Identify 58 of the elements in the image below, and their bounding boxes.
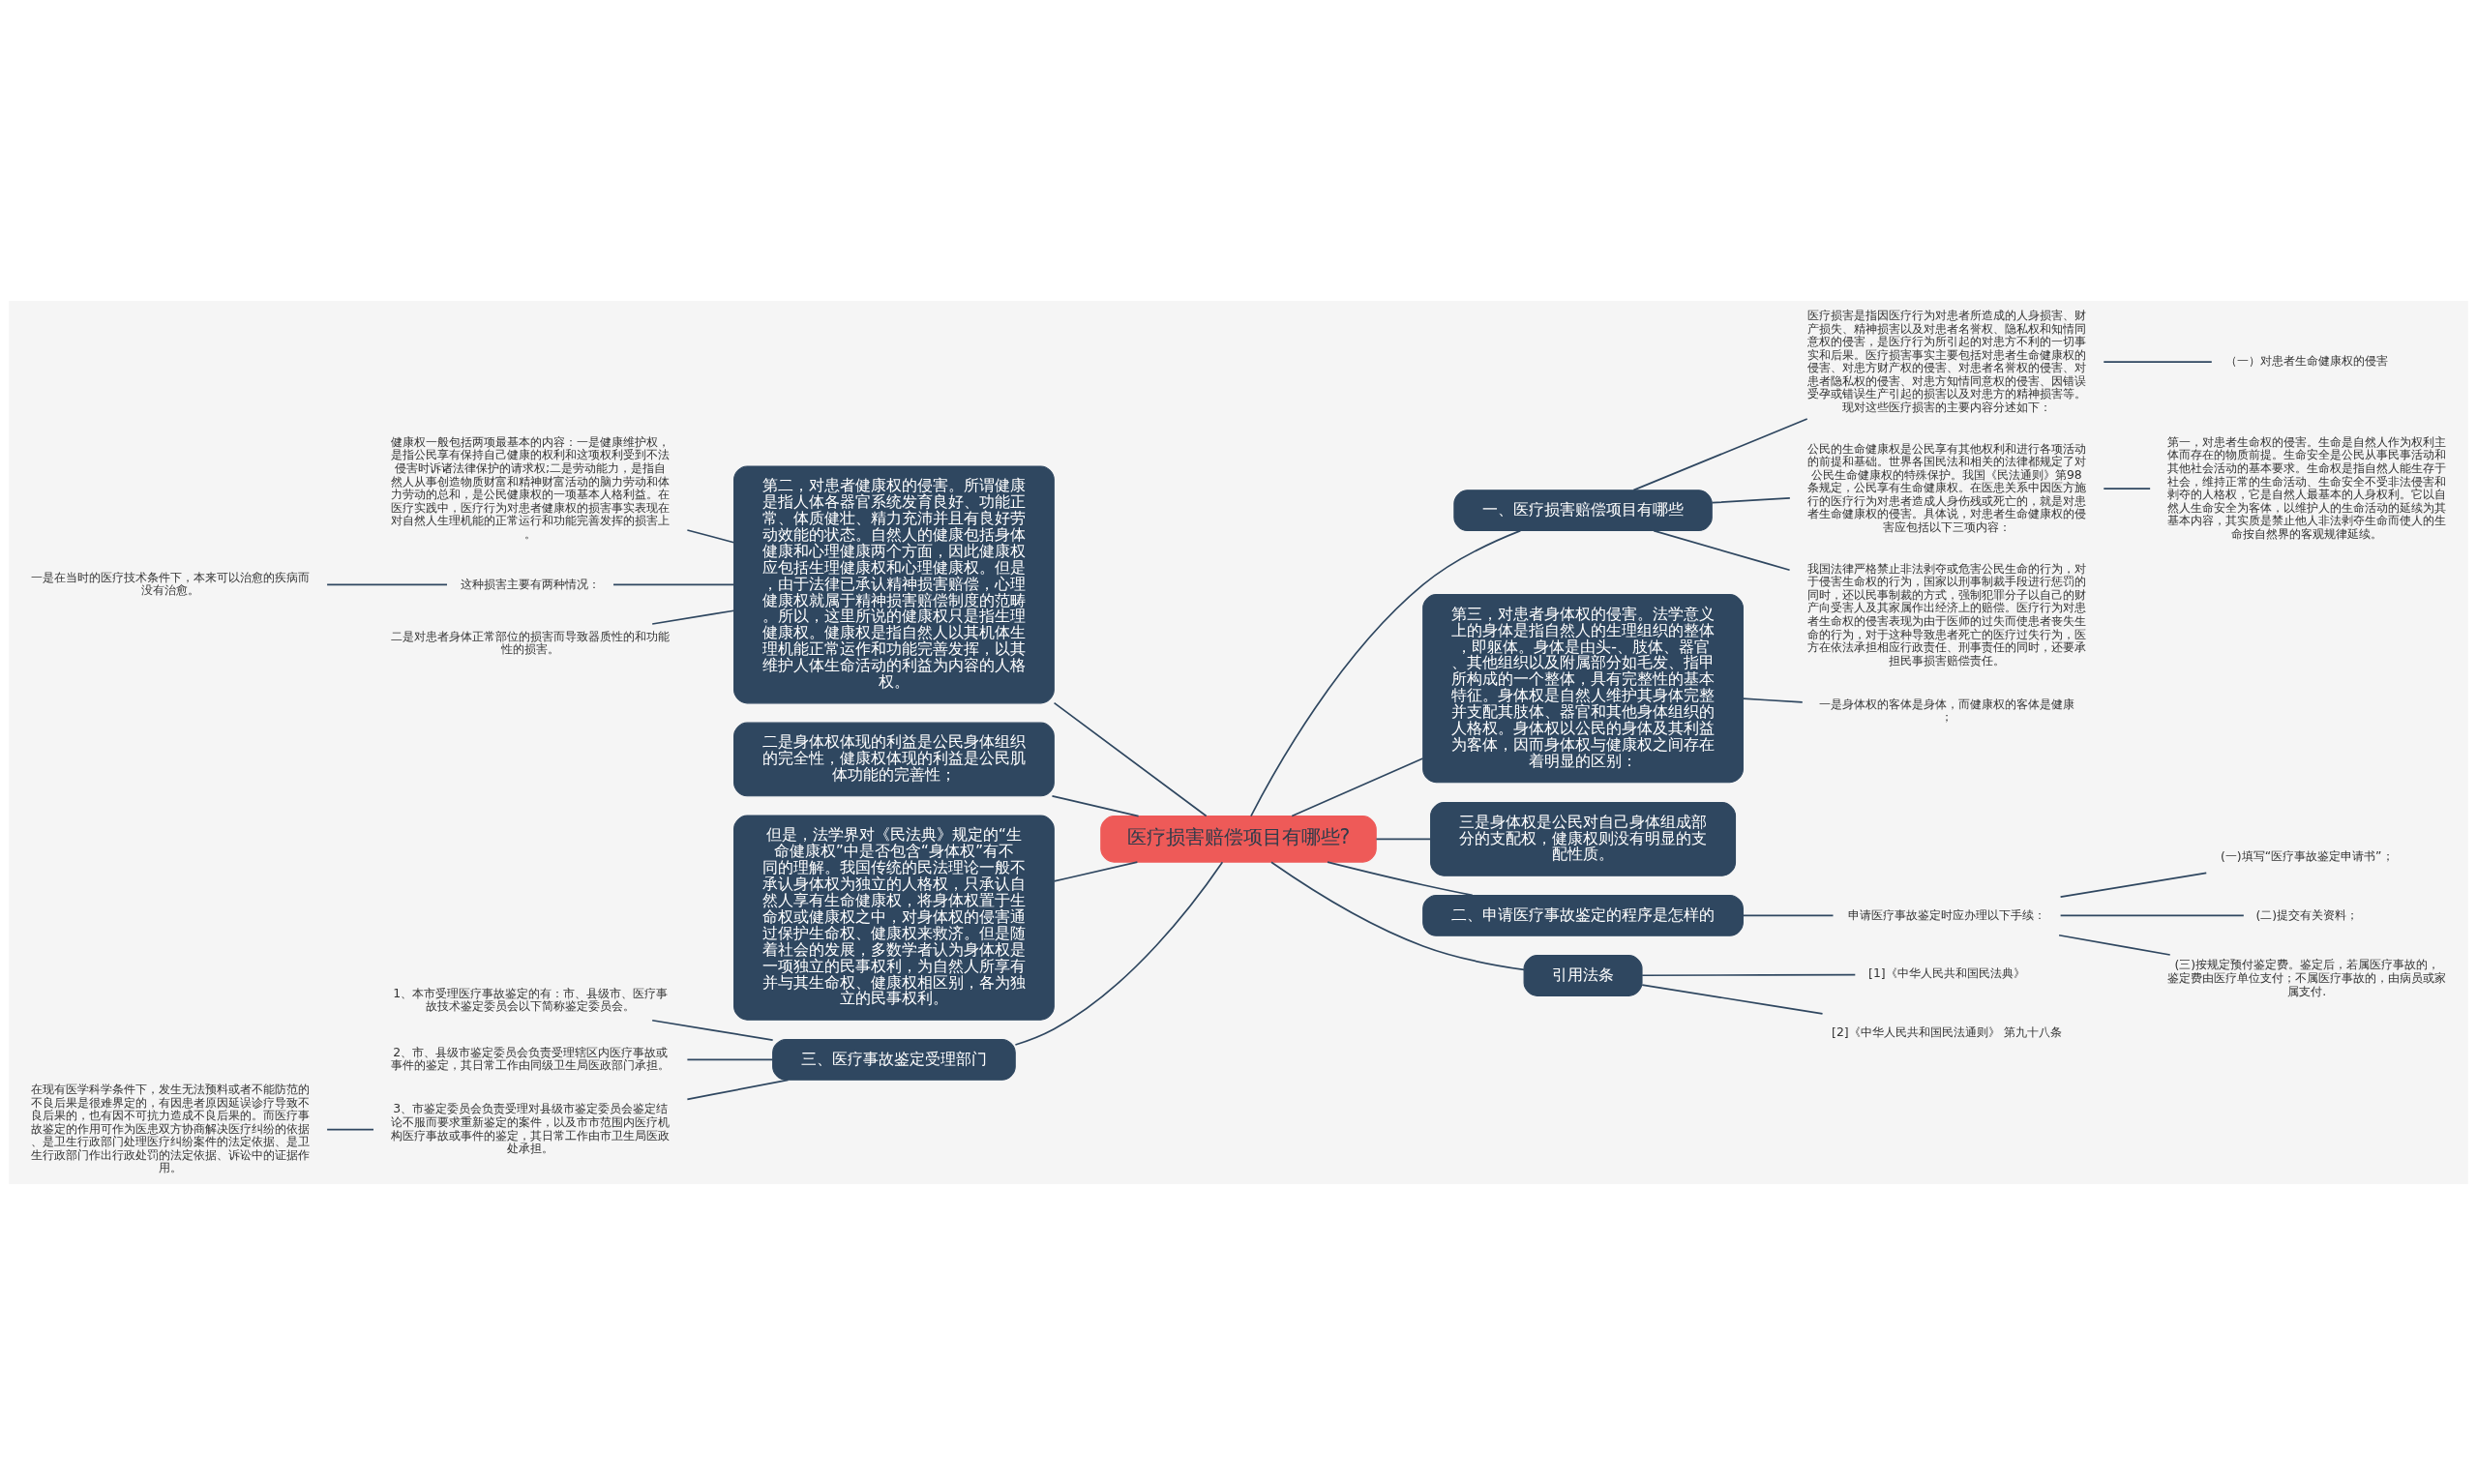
node-box: 第二，对患者健康权的侵害。所谓健康是指人体各器官系统发育良好、功能正常、体质健壮、精力充沛并且有良好劳动效能的状态。自然人的健康包括身体健康和心理健康两个方面，因此健康权应包括生理健康权和心理健康权。但是，由于法律已承认精神损害赔偿，心理健康权就属于精神损害赔偿制度的范畴。所以，这里所说的健康权只是指生理健康权。健康权是指自然人以其机体生理机能正常运作和功能完善发挥，以其维护人体生命活动的利益为内容的人格权。 [733,464,1055,703]
connector [1053,860,1139,882]
node-box: 但是，法学界对《民法典》规定的“生命健康权”中是否包含“身体权”有不同的理解。我国传统的民法理论一般不承认身体权为独立的人格权，只承认自然人享有生命健康权，将身体权置于生命权或健康权之中，对身体权的侵害通过保护生命权、健康权来救济。但是随着社会的发展，多数学者认为身体权是一项独立的民事权利，为自然人所享有并与其生命权、健康权相区别，各为独立的民事权利。 [733,815,1055,1021]
connector [1711,496,1791,504]
node-text: 二是对患者身体正常部位的损害而导致器质性的和功能性的损害。 [391,628,671,656]
connector [2103,487,2151,490]
connector [2058,934,2171,956]
connector [2059,872,2208,898]
connector [1014,860,1224,1046]
node-text: 一是在当时的医疗技术条件下，本来可以治愈的疾病而没有治愈。 [30,569,310,597]
node-text: 我国法律严格禁止非法剥夺或危害公民生命的行为，对于侵害生命权的行为，国家以刑事制裁手段进行惩罚的同时，还以民事制裁的方式，强制犯罪分子以自己的财产向受害人及其家属作出经济上的赔偿。医疗行为对患者生命权的侵害表现为由于医师的过失而使患者丧失生命的行为，对于这种导致患者死亡的医疗过失行为，医方在依法承担相应行政责任、刑事责任的同时，还要承担民事损害赔偿责任。 [1806,560,2086,668]
node-text: [1]《中华人民共和国民法典》 [1868,965,2025,980]
connector [1270,860,1525,970]
node-box: 医疗损害赔偿项目有哪些? [1100,815,1377,863]
node-text: (二)提交有关资料； [2255,906,2359,922]
node-text: [2]《中华人民共和国民法通则》 第九十八条 [1832,1024,2062,1039]
connector [1375,838,1432,840]
node-text: 在现有医学科学条件下，发生无法预料或者不能防范的不良后果是很难界定的，有因患者原因延误诊疗导致不良后果的，也有因不可抗力造成不良后果的。而医疗事故鉴定的作用可作为医患双方协商解决医疗纠纷的依据、是卫生行政部门处理医疗纠纷案件的法定依据、是卫生行政部门作出行政处罚的法定依据、诉讼中的证据作用。 [30,1081,310,1174]
connector [1641,973,1857,976]
node-text: 一是身体权的客体是身体，而健康权的客体是健康； [1818,696,2074,724]
connector [651,608,735,625]
connector [1051,794,1140,816]
node-text: 1、本市受理医疗事故鉴定的有：市、县级市、医疗事故技术鉴定委员会以下简称鉴定委员会。 [393,985,669,1013]
node-text: 医疗损害是指因医疗行为对患者所造成的人身损害、财产损失、精神损害以及对患者名誉权、隐私权和知情同意权的侵害，是医疗行为所引起的对患方不利的一切事实和后果。医疗损害事实主要包括对患者生命健康权的侵害、对患方财产权的侵害、对患者名誉权的侵害、对患者隐私权的侵害、对患方知情同意权的侵害、因错误受孕或错误生产引起的损害以及对患方的精神损害等。现对这些医疗损害的主要内容分述如下： [1806,307,2086,414]
connector [686,1058,774,1060]
connector [326,583,448,585]
node-box: 二、申请医疗事故鉴定的程序是怎样的 [1422,894,1744,936]
connector [1742,697,1804,703]
node-text: 3、市鉴定委员会负责受理对县级市鉴定委员会鉴定结论不服而要求重新鉴定的案件，以及市市范围内医疗机构医疗事故或事件的鉴定，其日常工作由市卫生局医政处承担。 [391,1100,671,1155]
connector [1742,914,1835,916]
connector [1641,983,1824,1015]
node-text: 申请医疗事故鉴定时应办理以下手续： [1847,906,2045,922]
connector [1250,529,1522,816]
node-box: 二是身体权体现的利益是公民身体组织的完全性，健康权体现的利益是公民肌体功能的完善性； [733,722,1055,796]
connector [651,1019,774,1041]
connector [686,1078,790,1100]
node-text: (三)按规定预付鉴定费。鉴定后，若属医疗事故的，鉴定费由医疗单位支付；不属医疗事故的，由病员或家属支付. [2167,956,2447,998]
node-box: 三是身体权是公民对自己身体组成部分的支配权，健康权则没有明显的支配性质。 [1430,801,1737,876]
node-text: 健康权一般包括两项最基本的内容：一是健康维护权，是指公民享有保持自己健康的权利和这项权利受到不法侵害时诉诸法律保护的请求权;二是劳动能力，是指自然人从事创造物质财富和精神财富活动的脑力劳动和体力劳动的总和，是公民健康权的一项基本人格利益。在医疗实践中，医疗行为对患者健康权的损害事实表现在对自然人生理机能的正常运行和功能完善发挥的损害上。 [391,433,671,541]
connector [326,1128,374,1130]
node-text: (一)填写“医疗事故鉴定申请书”； [2221,847,2394,863]
connector [1632,417,1808,490]
connector [2059,914,2245,916]
node-text: （一）对患者生命健康权的侵害 [2225,352,2389,368]
connector [686,528,735,544]
node-box: 引用法条 [1523,954,1643,996]
connector [2103,360,2213,363]
node-box: 一、医疗损害赔偿项目有哪些 [1453,489,1713,531]
node-text: 2、市、县级市鉴定委员会负责受理辖区内医疗事故或事件的鉴定，其日常工作由同级卫生局医政部门承担。 [391,1044,671,1072]
connector [1653,529,1791,571]
node-text: 这种损害主要有两种情况： [461,576,601,591]
node-box: 第三，对患者身体权的侵害。法学意义上的身体是指自然人的生理组织的整体，即躯体。身体是由头-、肢体、器官、其他组织以及附属部分如毛发、指甲所构成的一个整体，具有完整性的基本特征。身体权是自然人维护其身体完整并支配其肢体、器官和其他身体组织的人格权。身体权以公民的身体及其利益为客体，因而身体权与健康权之间存在着明显的区别： [1422,593,1744,783]
node-text: 公民的生命健康权是公民享有其他权利和进行各项活动的前提和基础。世界各国民法和相关的法律都规定了对公民生命健康权的特殊保护。我国《民法通则》第98条规定，公民享有生命健康权。在医患关系中因医方施行的医疗行为对患者造成人身伤残或死亡的，就是对患者生命健康权的侵害。具体说，对患者生命健康权的侵害应包括以下三项内容： [1806,440,2086,534]
connector [1053,701,1208,816]
connector [1291,757,1424,816]
node-text: 第一，对患者生命权的侵害。生命是自然人作为权利主体而存在的物质前提。生命安全是公民从事民事活动和其他社会活动的基本要求。生命权是指自然人能生存于社会，维持正常的生命活动、生命安全不受非法侵害和剥夺的人格权，它是自然人最基本的人身权利。它以自然人生命安全为客体，以维护人的生命活动的延续为其基本内容，其实质是禁止他人非法剥夺生命而使人的生命按自然界的客观规律延续。 [2167,433,2447,541]
node-box: 三、医疗事故鉴定受理部门 [772,1038,1016,1081]
connector [612,583,735,585]
